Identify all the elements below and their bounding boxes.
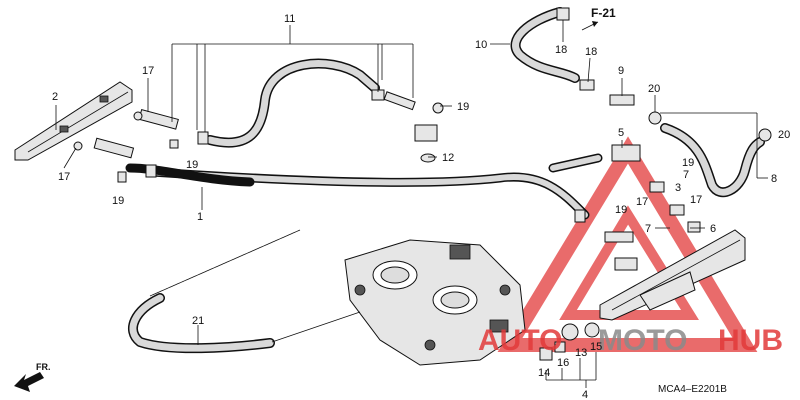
hose-10	[510, 7, 580, 83]
fuel-rail-2	[14, 81, 133, 161]
callout-17a: 17	[142, 65, 154, 77]
callout-19d: 19	[682, 157, 694, 169]
watermark-text: AUTO MOTO HUB	[478, 324, 783, 357]
callout-20a: 20	[648, 83, 660, 95]
fittings	[73, 7, 772, 361]
callout-9: 9	[618, 65, 624, 77]
callout-11: 11	[284, 13, 295, 25]
hose-21	[128, 293, 275, 354]
callout-17c: 17	[690, 194, 702, 206]
throttle-body	[344, 239, 526, 366]
callout-17d: 17	[636, 196, 648, 208]
leader-lines	[55, 20, 768, 388]
front-label: FR.	[36, 362, 51, 372]
short-hose	[548, 153, 603, 173]
callout-7b: 7	[683, 169, 689, 181]
watermark-auto: AUTO	[478, 324, 562, 357]
callout-18b: 18	[585, 46, 597, 58]
hose-1	[125, 163, 590, 220]
callout-17b: 17	[58, 171, 70, 183]
callout-5: 5	[618, 127, 624, 139]
callout-21: 21	[192, 315, 204, 327]
callout-1: 1	[197, 211, 203, 223]
callout-4: 4	[582, 389, 588, 400]
callout-7a: 7	[645, 223, 651, 235]
fuel-rail-right	[599, 229, 746, 321]
callout-8: 8	[771, 173, 777, 185]
callout-3: 3	[675, 182, 681, 194]
callout-18a: 18	[555, 44, 567, 56]
callout-10: 10	[475, 39, 487, 51]
callout-13: 13	[575, 347, 587, 359]
watermark-moto: MOTO	[598, 324, 687, 357]
callout-2: 2	[52, 91, 58, 103]
callout-12: 12	[442, 152, 454, 164]
hose-11	[205, 58, 380, 148]
diagram-code: MCA4–E2201B	[658, 384, 727, 395]
callouts: 1 2 3 4 5 6 7 7 8 9 10 11 12 13 14 15 16…	[52, 13, 790, 400]
callout-14: 14	[538, 367, 550, 379]
callout-19c: 19	[112, 195, 124, 207]
callout-19b: 19	[186, 159, 198, 171]
callout-19a: 19	[457, 101, 469, 113]
callout-19e: 19	[615, 204, 627, 216]
callout-6: 6	[710, 223, 716, 235]
front-arrow-icon: FR.	[14, 362, 51, 392]
watermark-triangle	[497, 136, 758, 352]
callout-16: 16	[557, 357, 569, 369]
hose-8	[660, 123, 765, 198]
watermark-hub: HUB	[718, 324, 783, 357]
callout-20b: 20	[778, 129, 790, 141]
section-reference: F-21	[591, 6, 616, 20]
callout-15: 15	[590, 341, 602, 353]
